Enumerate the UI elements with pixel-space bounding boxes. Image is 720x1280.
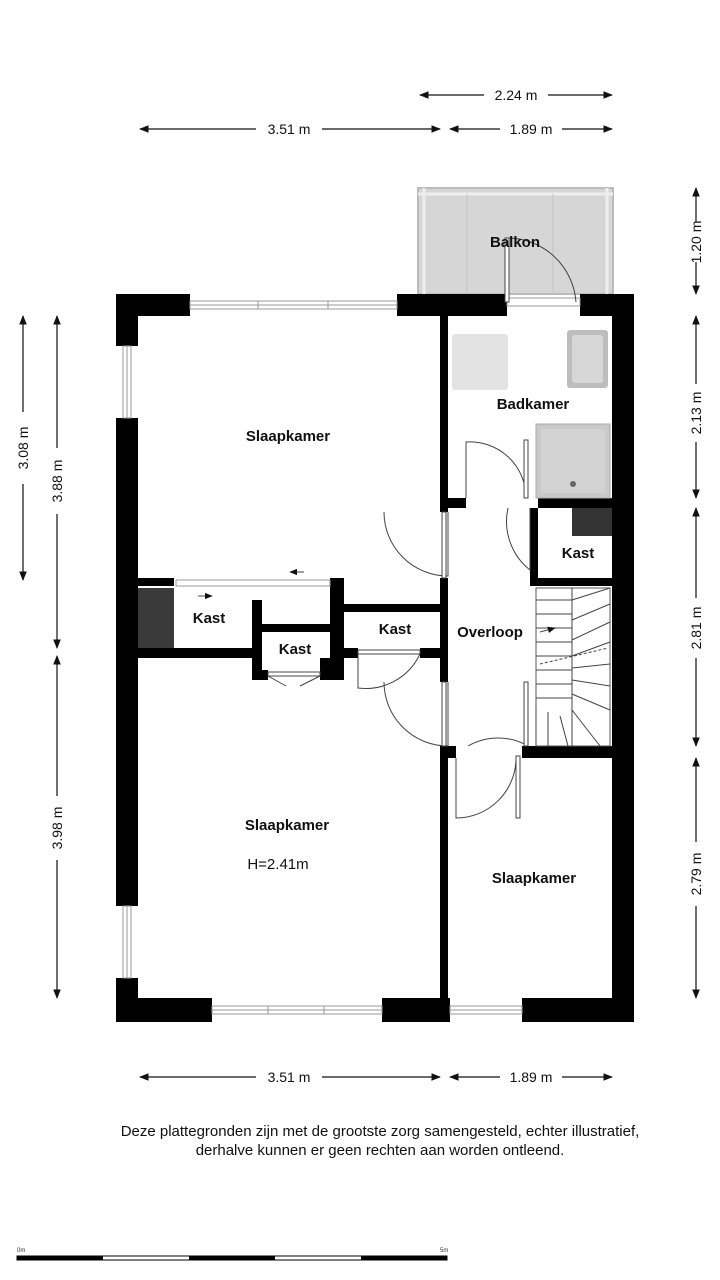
- scale-end: 5m: [440, 1248, 448, 1254]
- dim-left-inner-bottom: 3.98 m: [49, 807, 65, 850]
- dim-bottom-right: 1.89 m: [510, 1069, 553, 1085]
- label-kast-middle: Kast: [379, 621, 412, 638]
- dim-top-right: 1.89 m: [510, 121, 553, 137]
- scale-start: 0m: [17, 1248, 25, 1254]
- fixtures: [138, 330, 612, 648]
- disclaimer: Deze plattegronden zijn met de grootste …: [40, 1122, 720, 1160]
- label-overloop: Overloop: [457, 624, 523, 641]
- windows: [122, 297, 581, 1015]
- interior-walls: [138, 316, 612, 998]
- room-labels: Balkon Badkamer Slaapkamer Kast Kast Kas…: [193, 234, 595, 887]
- label-kast-right: Kast: [562, 545, 595, 562]
- dim-bottom-left: 3.51 m: [268, 1069, 311, 1085]
- dim-left-outer: 3.08 m: [15, 427, 31, 470]
- label-balkon: Balkon: [490, 234, 540, 251]
- scale-bar: 0m 5m: [16, 1248, 448, 1261]
- outer-walls: [116, 294, 634, 1022]
- disclaimer-line-1: Deze plattegronden zijn met de grootste …: [120, 1123, 640, 1140]
- label-slaapkamer-bottom: Slaapkamer: [245, 817, 329, 834]
- dim-top-upper: 2.24 m: [495, 87, 538, 103]
- label-slaapkamer-top: Slaapkamer: [246, 428, 330, 445]
- balcony: [417, 187, 614, 295]
- label-ceiling-height: H=2.41m: [247, 856, 308, 873]
- dim-top-left: 3.51 m: [268, 121, 311, 137]
- dim-right-1: 1.20 m: [688, 221, 704, 264]
- label-kast-small: Kast: [279, 641, 312, 658]
- doors: [198, 237, 577, 819]
- dimension-labels: 2.24 m 3.51 m 1.89 m 3.51 m 1.89 m 3.08 …: [15, 87, 704, 1085]
- label-kast-left: Kast: [193, 610, 226, 627]
- dim-right-3: 2.81 m: [688, 607, 704, 650]
- dimension-lines: [19, 91, 700, 1081]
- dim-left-inner-top: 3.88 m: [49, 460, 65, 503]
- staircase: [535, 587, 611, 747]
- dim-right-4: 2.79 m: [688, 853, 704, 896]
- label-badkamer: Badkamer: [497, 396, 570, 413]
- dim-right-2: 2.13 m: [688, 392, 704, 435]
- disclaimer-line-2: derhalve kunnen er geen rechten aan word…: [195, 1142, 565, 1159]
- label-slaapkamer-right: Slaapkamer: [492, 870, 576, 887]
